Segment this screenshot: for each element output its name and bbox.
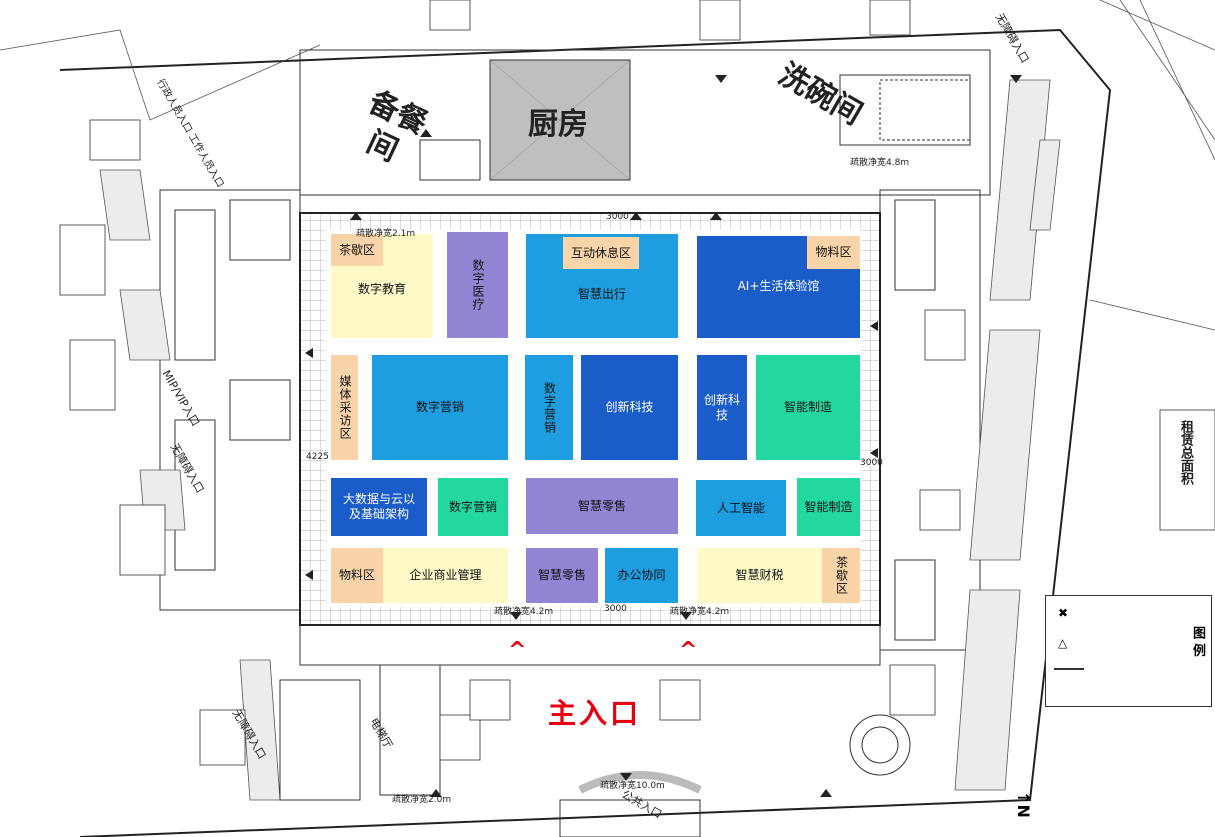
corridor-label: 疏散净宽2.0m [392,795,452,805]
zone-label: 物料区 [815,245,852,259]
corridor-label: 疏散净宽10.0m [600,781,665,791]
zone-label: 智慧财税 [735,568,784,582]
legend-box: 图 例 ✖ △ [1045,595,1212,707]
zone-office-collaboration[interactable]: 办公协同 [605,548,678,603]
dimension-label: 3000 [860,458,883,468]
zone-tea-area-1[interactable]: 茶歇区 [331,234,383,266]
legend-title: 图 例 [1190,626,1205,657]
zone-label: 媒体采访区 [338,375,352,440]
zone-label: AI+生活体验馆 [737,278,820,293]
zone-label: 数字医疗 [471,259,485,311]
zone-big-data-cloud[interactable]: 大数据与云以及基础架构 [331,478,427,536]
site-boundary [59,28,1112,837]
zone-innovation-tech-1[interactable]: 创新科技 [581,355,678,460]
zone-label: 人工智能 [716,500,765,515]
north-arrow-icon: ↑N [1013,791,1033,818]
entrance-arrow-icon: ^ [508,638,527,663]
triangle-symbol-icon: △ [1058,636,1068,650]
zone-label: 智慧零售 [577,498,626,513]
zone-label: 智慧出行 [577,286,626,301]
entrance-arrow-icon: ^ [679,638,698,663]
zone-digital-marketing-2[interactable]: 数字营销 [525,355,573,460]
dimension-label: 3000 [604,604,627,614]
zone-label: 大数据与云以及基础架构 [342,492,415,521]
zone-materials-area-2[interactable]: 物料区 [331,548,383,603]
zone-label: 数字营销 [448,499,497,514]
annotation-boxes [59,0,1215,766]
dimension-label: 3000 [606,212,629,222]
zone-smart-manufacturing-1[interactable]: 智能制造 [756,355,860,460]
main-entrance-label[interactable]: 主入口 [548,697,642,730]
zone-label: 智能制造 [783,400,832,414]
zone-label: 企业商业管理 [409,568,482,582]
zone-smart-manufacturing-2[interactable]: 智能制造 [797,478,860,536]
zone-media-interview-area[interactable]: 媒体采访区 [331,355,358,460]
zone-tea-area-2[interactable]: 茶歇区 [822,548,860,603]
corridor-label: 疏散净宽4.2m [494,607,554,617]
zone-smart-retail-2[interactable]: 智慧零售 [526,548,598,603]
zone-label: 创新科技 [605,400,654,414]
zone-interactive-rest-area[interactable]: 互动休息区 [563,237,639,269]
zone-digital-healthcare[interactable]: 数字医疗 [447,232,508,338]
corridor-label: 疏散净宽2.1m [356,229,416,239]
zone-label: 茶歇区 [834,556,849,595]
kitchen-building [299,49,991,196]
corridor-label: 疏散净宽4.8m [850,158,910,168]
zone-label: 互动休息区 [570,245,631,260]
right-structures [879,189,981,651]
zone-innovation-tech-2[interactable]: 创新科技 [697,355,747,460]
zone-smart-retail-1[interactable]: 智慧零售 [526,478,678,534]
zone-label: 物料区 [338,568,375,582]
zone-label: 数字营销 [542,381,557,434]
corridor-label: 疏散净宽4.2m [670,607,730,617]
zone-label: 智能制造 [804,499,853,514]
left-green-strips [99,169,281,801]
site-thin-lines [0,0,1215,331]
zone-label: 创新科技 [703,392,740,422]
exit-markers [305,75,1022,797]
zone-label: 智慧零售 [537,568,586,582]
right-green-strips [954,79,1061,791]
kitchen-label: 厨房 [528,107,588,143]
zone-label: 办公协同 [617,568,666,582]
zone-materials-area-1[interactable]: 物料区 [807,236,860,269]
zone-label: 数字教育 [357,281,406,296]
zone-label: 茶歇区 [338,242,375,257]
zone-digital-marketing-1[interactable]: 数字营销 [372,355,508,460]
zone-artificial-intelligence[interactable]: 人工智能 [696,480,786,536]
dimension-label: 4225 [306,452,329,462]
rental-area-label: 租赁总面积 [1178,420,1193,485]
line-symbol-icon [1054,668,1084,670]
exit-symbol-icon: ✖ [1058,606,1069,620]
zone-label: 数字营销 [415,400,464,414]
north-label: N [1013,804,1033,818]
zone-digital-marketing-3[interactable]: 数字营销 [438,478,508,536]
